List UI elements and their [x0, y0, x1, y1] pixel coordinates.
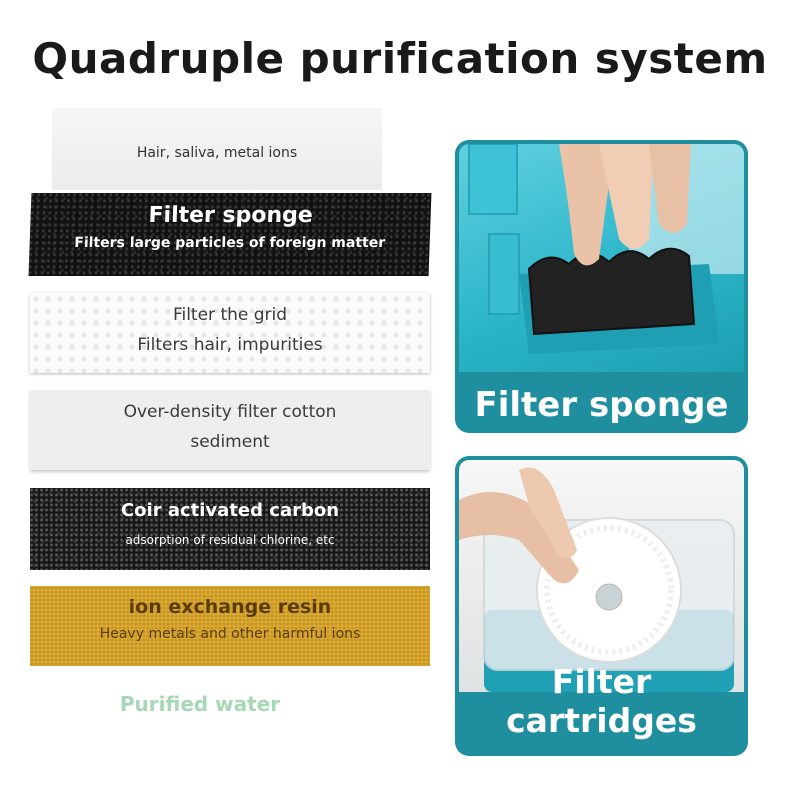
filter-cartridges-card-label: Filter cartridges [506, 662, 697, 740]
filter-cotton-layer: Over-density filter cotton sediment [30, 390, 430, 470]
filter-sponge-photo [459, 144, 744, 372]
carbon-layer-desc: adsorption of residual chlorine, etc [125, 533, 335, 547]
page-title: Quadruple purification system [32, 34, 768, 83]
sponge-layer-name: Filter sponge [148, 203, 314, 228]
incoming-contaminants-layer: Hair, saliva, metal ions [52, 108, 382, 190]
cartridge-illustration [459, 467, 735, 692]
filter-sponge-card: Filter sponge [455, 140, 748, 433]
sponge-illustration [468, 144, 744, 354]
filter-sponge-card-label: Filter sponge [474, 385, 729, 425]
carbon-layer-name: Coir activated carbon [120, 500, 340, 521]
ion-exchange-resin-layer: ion exchange resin Heavy metals and othe… [30, 586, 430, 666]
sponge-layer-desc: Filters large particles of foreign matte… [74, 235, 386, 251]
purified-water-label: Purified water [119, 692, 281, 716]
resin-layer-desc: Heavy metals and other harmful ions [99, 626, 361, 642]
activated-carbon-layer: Coir activated carbon adsorption of resi… [30, 488, 430, 570]
cotton-layer-name: Over-density filter cotton [123, 402, 337, 422]
resin-layer-name: ion exchange resin [128, 596, 332, 618]
contaminants-text: Hair, saliva, metal ions [136, 145, 298, 161]
cotton-layer-desc: sediment [190, 432, 270, 452]
grid-layer-desc: Filters hair, impurities [137, 335, 323, 355]
filter-sponge-layer: Filter sponge Filters large particles of… [28, 193, 432, 276]
filter-grid-layer: Filter the grid Filters hair, impurities [30, 293, 430, 373]
grid-layer-name: Filter the grid [172, 305, 288, 325]
filter-cartridges-card: Filter cartridges [455, 456, 748, 756]
filter-cartridge-photo [459, 460, 744, 692]
